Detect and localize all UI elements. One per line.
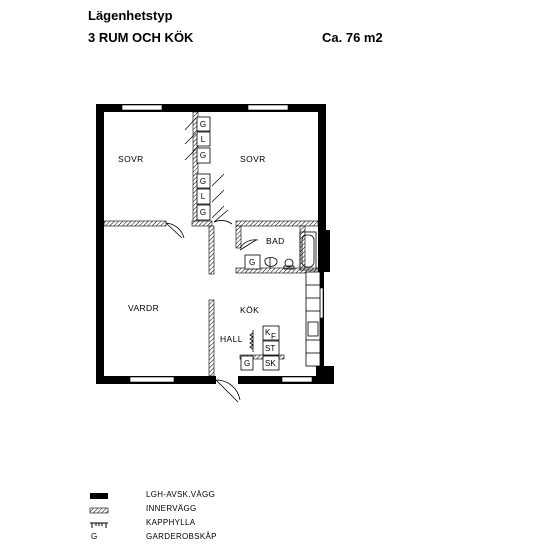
- inner-wall-symbol: [89, 507, 109, 514]
- apartment-type-title: 3 RUM OCH KÖK: [88, 30, 194, 45]
- legend-inner-wall: INNERVÄGG: [88, 504, 388, 516]
- legend-wardrobe: G GARDEROBSKÅP: [88, 532, 388, 544]
- apartment-area: Ca. 76 m2: [322, 30, 383, 45]
- legend-wardrobe-symbol: G: [91, 532, 98, 541]
- room-label-hall: HALL: [220, 334, 243, 344]
- closet-door-swings: [184, 117, 225, 219]
- legend-inner-wall-label: INNERVÄGG: [146, 504, 197, 513]
- floorplan-type-label: Lägenhetstyp: [88, 8, 173, 23]
- room-label-living-room: VARDR: [128, 303, 159, 313]
- stove-label: ST: [265, 344, 275, 353]
- coat-rack-symbol-icon: [90, 522, 108, 528]
- closet-label-1: G: [200, 120, 206, 129]
- windows: [121, 104, 324, 383]
- bathroom-fixtures: [244, 231, 317, 271]
- fridge-label: K: [265, 328, 271, 337]
- hall-wardrobe-label: G: [244, 359, 250, 368]
- closet-label-3: G: [200, 151, 206, 160]
- outer-walls: [96, 104, 334, 384]
- legend-outer-wall: LGH-AVSK.VÄGG: [88, 490, 388, 502]
- coat-rack-icon: [249, 330, 254, 352]
- kitchen-fixtures: [240, 271, 321, 371]
- closet-label-5: L: [201, 192, 206, 201]
- closets: [196, 116, 211, 221]
- closet-label-6: G: [200, 208, 206, 217]
- freezer-label: F: [271, 332, 276, 341]
- legend-outer-wall-label: LGH-AVSK.VÄGG: [146, 490, 216, 499]
- sink-cabinet-label: SK: [265, 359, 276, 368]
- doors: [165, 209, 259, 403]
- legend-coat-rack-label: KAPPHYLLA: [146, 518, 196, 527]
- room-label-kitchen: KÖK: [240, 305, 259, 315]
- legend-wardrobe-label: GARDEROBSKÅP: [146, 532, 217, 541]
- closet-label-2: L: [201, 135, 206, 144]
- inner-walls: [103, 111, 319, 377]
- closet-label-4: G: [200, 177, 206, 186]
- room-label-bathroom: BAD: [266, 236, 285, 246]
- room-label-bedroom-1: SOVR: [118, 154, 144, 164]
- room-label-bedroom-2: SOVR: [240, 154, 266, 164]
- outer-wall-symbol: [90, 493, 108, 499]
- bathroom-wardrobe-label: G: [249, 258, 255, 267]
- legend-coat-rack: KAPPHYLLA: [88, 518, 388, 530]
